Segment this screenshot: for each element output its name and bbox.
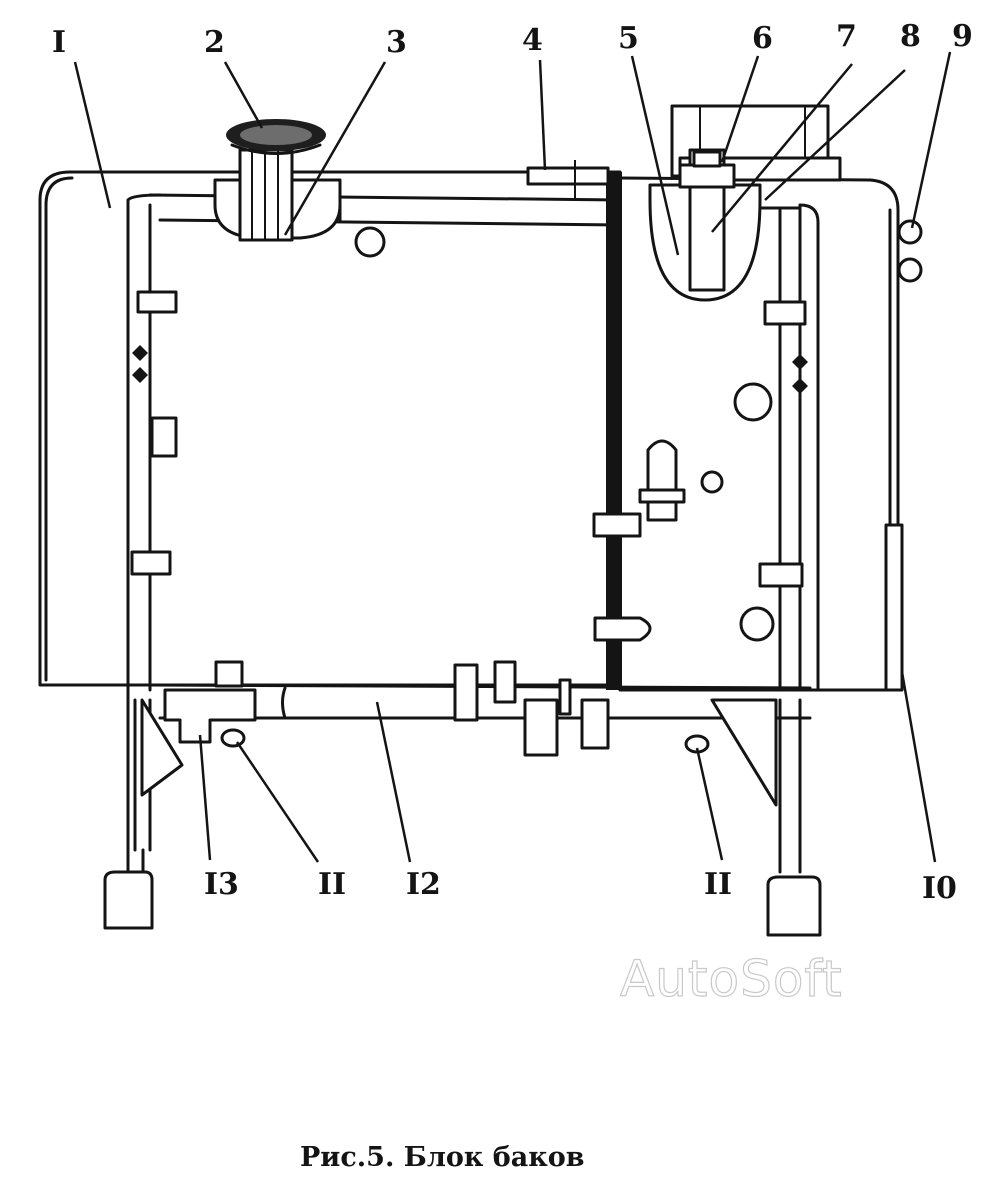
- callout-6: 6: [752, 21, 773, 56]
- callout-10: I0: [922, 871, 957, 906]
- callout-8: 8: [900, 19, 921, 54]
- callout-2: 2: [204, 25, 225, 60]
- fuel-sender-assembly: [648, 104, 842, 302]
- leader-lines: [73, 51, 952, 863]
- tank-hardware: [130, 226, 808, 642]
- callout-4: 4: [522, 23, 543, 58]
- filler-neck-assembly: [213, 119, 342, 242]
- callout-11-left: II: [318, 867, 346, 902]
- callout-5: 5: [618, 21, 639, 56]
- drain-pipe-and-bolts: [884, 219, 923, 692]
- plate-4: [526, 160, 610, 200]
- bottom-fittings: [163, 660, 710, 757]
- callout-12: I2: [406, 867, 441, 902]
- watermark: AutoSoft: [619, 949, 843, 1008]
- frame-feet: [103, 848, 822, 937]
- callout-labels: I 2 3 4 5 6 7 8 9 I0 II I2 I3 II: [52, 19, 973, 906]
- callout-7: 7: [836, 19, 857, 54]
- frame-right-post: [778, 203, 820, 852]
- callout-1: I: [52, 25, 66, 60]
- callout-9: 9: [952, 19, 973, 54]
- frame-gussets: [140, 698, 778, 807]
- frame-bottom-bar: [148, 683, 812, 720]
- callout-11-right: II: [704, 867, 732, 902]
- figure-caption: Рис.5. Блок баков: [300, 1142, 585, 1173]
- callout-3: 3: [386, 25, 407, 60]
- center-partition: [606, 172, 622, 690]
- callout-13: I3: [204, 867, 239, 902]
